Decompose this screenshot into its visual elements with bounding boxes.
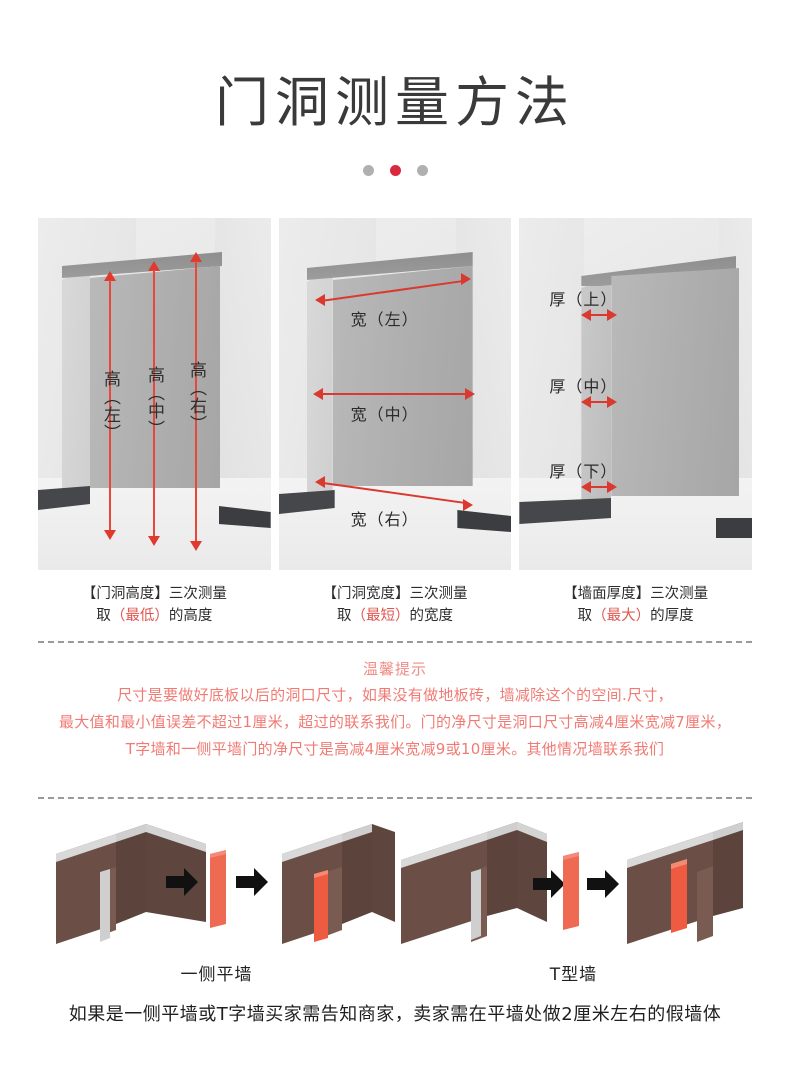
door-opening	[332, 266, 473, 486]
wall-diagram-one-side-flat: 一侧平墙	[38, 812, 395, 987]
panel-captions: 【门洞高度】三次测量 取（最低）的高度 【门洞宽度】三次测量 取（最短）的宽度 …	[38, 583, 752, 627]
baseboard-right	[457, 510, 512, 532]
carousel-dot-3[interactable]	[416, 165, 428, 176]
caption-width-highlight: （最短）	[351, 608, 410, 624]
tips-line-1: 尺寸是要做好底板以后的洞口尺寸，如果没有做地板砖，墙减除这个的空间.尺寸，	[117, 686, 673, 704]
wall-diagram-t-shaped: T型墙	[395, 812, 752, 987]
caption-width: 【门洞宽度】三次测量 取（最短）的宽度	[279, 583, 512, 627]
measure-label-width-right: 宽（右）	[350, 510, 419, 529]
caption-thickness: 【墙面厚度】三次测量 取（最大）的厚度	[519, 583, 752, 627]
carousel-dot-1[interactable]	[362, 165, 374, 176]
fake-wall-slab	[563, 852, 579, 930]
door-opening	[90, 266, 220, 488]
measure-label-width-middle: 宽（中）	[350, 405, 419, 424]
measure-label-thickness-middle: 厚（中）	[549, 377, 618, 396]
panel-door-width: 宽（左） 宽（中） 宽（右）	[278, 218, 512, 570]
caption-thickness-prefix: 取	[577, 608, 593, 624]
caption-thickness-line1: 【墙面厚度】三次测量	[563, 586, 709, 602]
caption-height-suffix: 的高度	[168, 608, 213, 624]
t-wall-after-group	[627, 822, 743, 944]
tips-line-2: 最大值和最小值误差不超过1厘米，超过的联系我们。门的净尺寸是洞口尺寸高减4厘米宽…	[58, 713, 732, 731]
door-jamb-left	[306, 268, 333, 500]
caption-width-line1: 【门洞宽度】三次测量	[322, 586, 468, 602]
baseboard-right	[218, 506, 271, 528]
panel-wall-thickness: 厚（上） 厚（中） 厚（下）	[519, 218, 753, 570]
one-side-flat-svg	[56, 824, 395, 944]
caption-width-prefix: 取	[337, 608, 352, 624]
tips-block: 温馨提示 尺寸是要做好底板以后的洞口尺寸，如果没有做地板砖，墙减除这个的空间.尺…	[38, 656, 752, 763]
measure-label-height-left: 高（左）	[100, 370, 120, 442]
carousel-dots	[0, 165, 790, 176]
caption-height: 【门洞高度】三次测量 取（最低）的高度	[38, 583, 271, 627]
one-side-flat-stage	[38, 812, 395, 952]
caption-height-prefix: 取	[96, 608, 111, 624]
wall-before-group	[56, 824, 206, 944]
caption-height-line1: 【门洞高度】三次测量	[81, 586, 227, 602]
caption-width-line2: 取（最短）的宽度	[279, 605, 512, 627]
measure-label-height-middle: 高（中）	[144, 366, 164, 438]
divider-top	[38, 641, 752, 643]
measure-label-thickness-bottom: 厚（下）	[549, 462, 618, 481]
t-wall-before-group	[401, 822, 547, 944]
baseboard-right	[716, 518, 753, 538]
measure-label-thickness-top: 厚（上）	[549, 290, 618, 309]
door-opening	[611, 268, 740, 496]
wall-diagram-label-one-side-flat: 一侧平墙	[180, 965, 253, 985]
wall-type-diagrams: 一侧平墙	[38, 812, 752, 987]
panel-door-height: 高（左） 高（中） 高（右）	[38, 218, 271, 570]
caption-height-highlight: （最低）	[110, 608, 169, 624]
caption-thickness-highlight: （最大）	[592, 608, 651, 624]
wall-diagram-label-t-shaped: T型墙	[549, 965, 598, 985]
bottom-note: 如果是一侧平墙或T字墙买家需告知商家，卖家需在平墙处做2厘米左右的假墙体	[68, 1004, 722, 1025]
t-shaped-svg	[401, 822, 743, 944]
wall-after-group	[282, 824, 395, 944]
door-jamb-left	[62, 266, 90, 504]
t-shaped-stage	[395, 812, 752, 952]
caption-width-suffix: 的宽度	[409, 608, 454, 624]
measure-label-width-left: 宽（左）	[350, 310, 419, 329]
measure-label-height-right: 高（右）	[186, 361, 206, 433]
fake-wall-slab	[210, 850, 226, 928]
carousel-dot-2-active[interactable]	[389, 165, 401, 176]
caption-thickness-line2: 取（最大）的厚度	[519, 605, 752, 627]
measurement-panels: 高（左） 高（中） 高（右）	[38, 218, 753, 570]
page-title: 门洞测量方法	[215, 71, 575, 134]
tips-title: 温馨提示	[362, 660, 427, 678]
tips-line-3: T字墙和一侧平墙门的净尺寸是高减4厘米宽减9或10厘米。其他情况墙联系我们	[125, 740, 665, 758]
caption-height-line2: 取（最低）的高度	[38, 605, 271, 627]
divider-bottom	[38, 797, 752, 799]
caption-thickness-suffix: 的厚度	[650, 608, 694, 624]
